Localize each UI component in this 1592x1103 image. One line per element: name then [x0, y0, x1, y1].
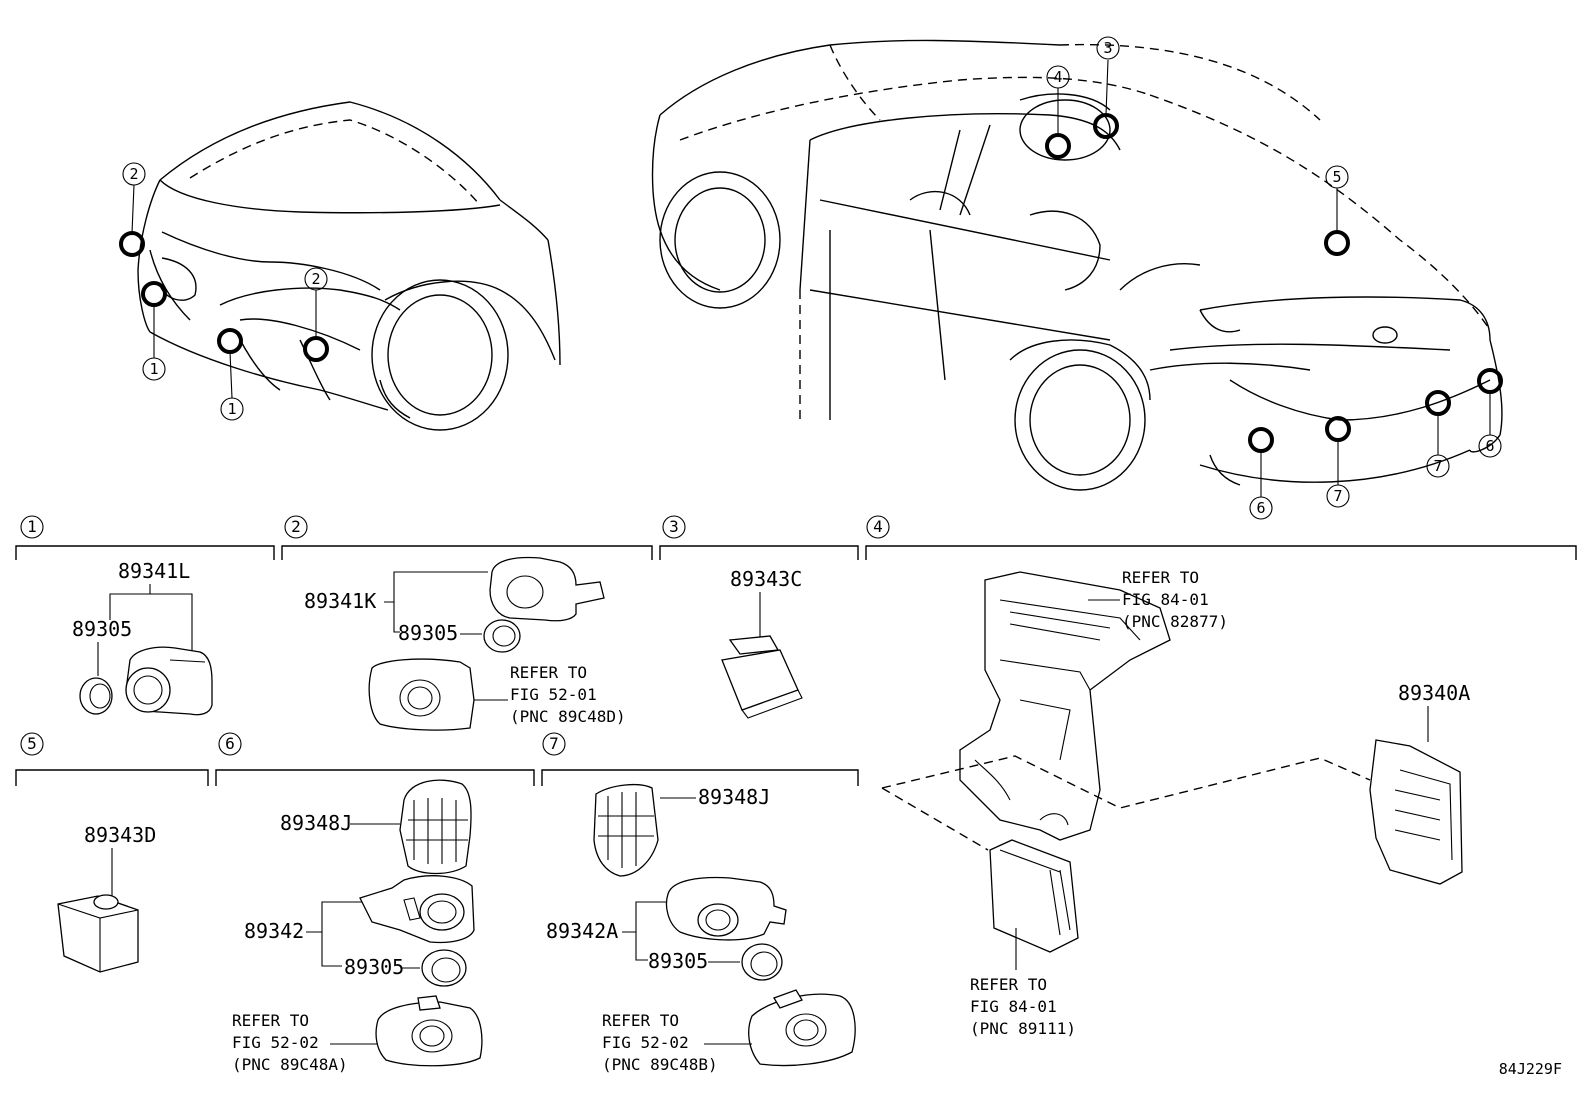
callout-label: 5: [1332, 168, 1341, 186]
refer-note-top-line3: (PNC 82877): [1122, 612, 1228, 631]
part-number-89348J: 89348J: [280, 811, 352, 835]
rear-car-illustration: [651, 39, 1503, 491]
section-header-1: 1: [15, 515, 275, 560]
parking-sensor-part: [359, 875, 475, 944]
section-header-4: 4: [865, 515, 1577, 560]
refer-note-line1: REFER TO: [510, 663, 587, 682]
refer-note-bottom-line3: (PNC 89111): [970, 1019, 1076, 1038]
callout-label: 6: [1485, 437, 1494, 455]
callout-5-roof: 5: [1325, 165, 1349, 189]
parking-sensor-part: [489, 556, 605, 622]
refer-note-top-line1: REFER TO: [1122, 568, 1199, 587]
callout-label: 2: [129, 165, 138, 183]
sensor-retainer-part: [593, 783, 659, 877]
callout-label: 1: [227, 400, 236, 418]
part-number-89343D: 89343D: [84, 823, 156, 847]
section-5-parts: 89343D: [57, 823, 156, 973]
grommet-part: [483, 619, 521, 653]
part-number-89341K: 89341K: [304, 589, 376, 613]
parking-sensor-part: [665, 876, 787, 941]
section-number: 5: [27, 734, 37, 753]
refer-note-line1: REFER TO: [232, 1011, 309, 1030]
sensor-bracket-part: [368, 658, 475, 731]
section-1-parts: 89341L 89305: [72, 559, 213, 716]
callout-3-dash: 3: [1096, 36, 1120, 60]
refer-note-line3: (PNC 89C48A): [232, 1055, 348, 1074]
ultrasonic-sensor-part: [721, 635, 803, 719]
section-number: 6: [225, 734, 235, 753]
section-number: 3: [669, 517, 679, 536]
parking-sensor-part: [125, 646, 213, 716]
callout-label: 1: [149, 360, 158, 378]
callout-label: 2: [311, 270, 320, 288]
callout-7-rear-center: 7: [1326, 484, 1350, 508]
front-car-illustration: [137, 101, 561, 431]
part-number-89341L: 89341L: [118, 559, 190, 583]
section-number: 7: [549, 734, 559, 753]
section-number: 4: [873, 517, 883, 536]
refer-note-line1: REFER TO: [602, 1011, 679, 1030]
diagram-code: 84J229F: [1499, 1060, 1562, 1078]
callout-2-front-corner: 2: [304, 267, 328, 291]
section-header-5: 5: [15, 732, 209, 786]
callout-label: 6: [1256, 499, 1265, 517]
grommet-part: [79, 677, 113, 715]
section-3-parts: 89343C: [721, 567, 803, 719]
refer-note-bottom-line2: FIG 84-01: [970, 997, 1057, 1016]
part-number-89343C: 89343C: [730, 567, 802, 591]
section-7-parts: 89348J 89342A 89305 REFER TO FIG 52-02 (…: [546, 783, 856, 1074]
sensor-bracket-part: [748, 989, 856, 1067]
callout-6-rear-left: 6: [1249, 496, 1273, 520]
ecu-bracket-assembly: [959, 571, 1171, 841]
refer-note-bottom-line1: REFER TO: [970, 975, 1047, 994]
sensor-bracket-part: [375, 995, 483, 1067]
sensor-location-rings: [119, 113, 1503, 453]
section-number: 1: [27, 517, 37, 536]
section-header-2: 2: [281, 515, 653, 560]
refer-note-top-line2: FIG 84-01: [1122, 590, 1209, 609]
callout-label: 3: [1103, 39, 1112, 57]
ecu-computer-part: [1369, 739, 1463, 885]
callout-label: 7: [1333, 487, 1342, 505]
part-number-89342: 89342: [244, 919, 304, 943]
refer-note-line2: FIG 52-02: [602, 1033, 689, 1052]
section-header-3: 3: [659, 515, 859, 560]
callout-numbers: 2 1 1 2 4 3 5 6: [122, 36, 1502, 520]
part-number-89340A: 89340A: [1398, 681, 1470, 705]
refer-note-line2: FIG 52-01: [510, 685, 597, 704]
callout-4-dash: 4: [1046, 65, 1070, 89]
callout-1-front-center: 1: [220, 397, 244, 421]
callout-leaders: [131, 59, 1491, 497]
ultrasonic-sensor-part: [57, 894, 139, 973]
sensor-retainer-part: [399, 779, 472, 875]
callout-label: 7: [1433, 457, 1442, 475]
section-header-6: 6: [215, 732, 535, 786]
part-number-89305: 89305: [344, 955, 404, 979]
refer-note-line2: FIG 52-02: [232, 1033, 319, 1052]
ecu-module-part: [989, 839, 1079, 953]
refer-note-line3: (PNC 89C48B): [602, 1055, 718, 1074]
callout-7-rear-right: 7: [1426, 454, 1450, 478]
section-6-parts: 89348J 89342 89305 REFER TO FIG 52-02 (P…: [232, 779, 483, 1074]
grommet-part: [421, 949, 467, 987]
section-header-7: 7: [541, 732, 859, 786]
section-number: 2: [291, 517, 301, 536]
part-number-89305: 89305: [72, 617, 132, 641]
grommet-part: [741, 943, 783, 981]
section-headers: 1 2 3 4 5 6 7: [15, 515, 1577, 786]
callout-label: 4: [1053, 68, 1062, 86]
part-number-89348J: 89348J: [698, 785, 770, 809]
callout-1-front-left: 1: [142, 357, 166, 381]
callout-2-front-upper: 2: [122, 162, 146, 186]
section-2-parts: 89341K 89305 REFER TO FIG 52-01 (PNC 89C…: [304, 556, 626, 731]
callout-6-rear-corner: 6: [1478, 434, 1502, 458]
part-number-89342A: 89342A: [546, 919, 618, 943]
section-4-parts: REFER TO FIG 84-01 (PNC 82877) REFER TO …: [881, 568, 1470, 1038]
part-number-89305: 89305: [398, 621, 458, 645]
refer-note-line3: (PNC 89C48D): [510, 707, 626, 726]
part-number-89305: 89305: [648, 949, 708, 973]
